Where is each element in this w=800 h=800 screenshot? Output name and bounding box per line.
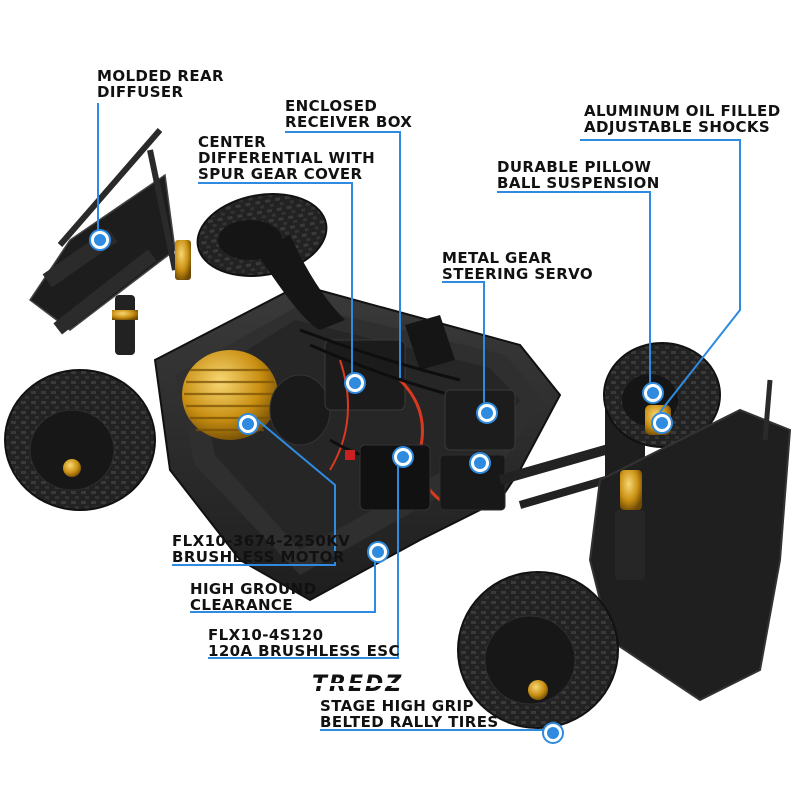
callout-dot-center-diff [346, 374, 364, 392]
servo-part [444, 389, 516, 451]
esc-part [359, 444, 431, 511]
battery-strap-buckle [405, 315, 455, 370]
callout-dot-receiver [471, 454, 489, 472]
esc-switch [345, 450, 355, 460]
brushless-motor-part [182, 350, 331, 446]
callout-dot-servo [478, 404, 496, 422]
callout-dot-pillow-ball [644, 384, 662, 402]
red-wire-2 [329, 359, 349, 471]
rear-shock [112, 240, 191, 355]
callout-dot-tires [544, 724, 562, 742]
front-left-wheel [457, 571, 619, 729]
callout-dot-esc [394, 448, 412, 466]
callout-dot-motor [239, 415, 257, 433]
callout-lines [97, 103, 741, 731]
rear-right-wheel [196, 193, 328, 277]
rear-left-wheel [4, 369, 156, 511]
battery-strap [255, 235, 345, 330]
callout-dot-shocks [653, 414, 671, 432]
tredz-logo: TREDZ [312, 674, 452, 696]
front-body-post [762, 379, 773, 441]
receiver-box-part [324, 339, 406, 411]
callout-dot-clearance [369, 543, 387, 561]
callout-dot-diffuser [91, 231, 109, 249]
